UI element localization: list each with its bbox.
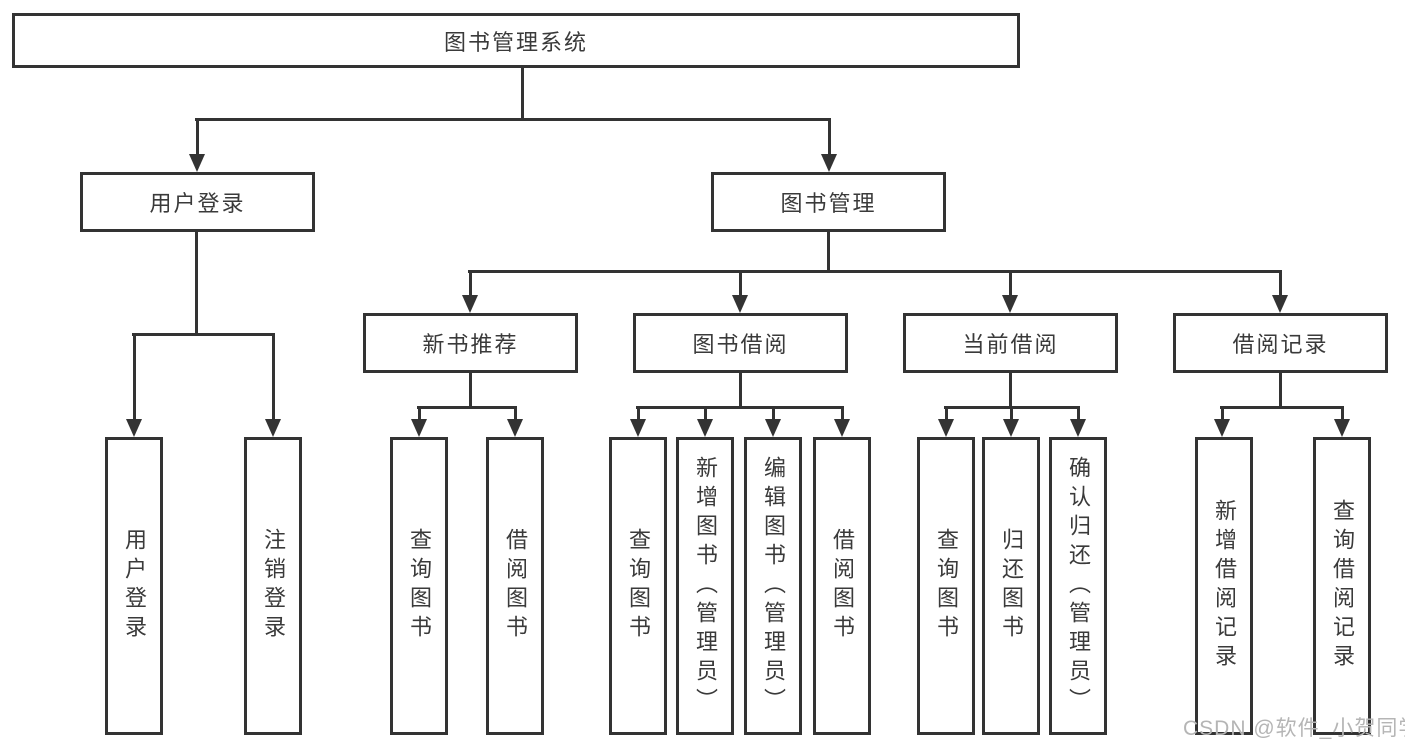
arrow-down-icon [1214, 407, 1230, 437]
leaf-edit-books-admin: 编辑图书（管理员） [744, 437, 802, 735]
connector-level2-rail [195, 118, 831, 121]
connector-stub [1009, 373, 1012, 408]
arrow-down-icon [1070, 407, 1086, 437]
leaf-add-borrow-record: 新增借阅记录 [1195, 437, 1253, 735]
leaf-user-login: 用户登录 [105, 437, 163, 735]
connector-user-stub [195, 232, 198, 335]
arrow-down-icon [821, 119, 837, 172]
connector-level3-rail [468, 270, 1282, 273]
arrow-down-icon [462, 271, 478, 313]
node-borrow-records: 借阅记录 [1173, 313, 1388, 373]
arrow-down-icon [630, 407, 646, 437]
leaf-borrow-query-books: 查询图书 [609, 437, 667, 735]
leaf-logout: 注销登录 [244, 437, 302, 735]
watermark: CSDN @软件_小贺同学 [1183, 717, 1405, 740]
arrow-down-icon [1334, 407, 1350, 437]
connector-mgmt-stub [827, 232, 830, 272]
leaf-current-query-books: 查询图书 [917, 437, 975, 735]
connector-stub [469, 373, 472, 408]
connector-stub [739, 373, 742, 408]
node-current-borrow: 当前借阅 [903, 313, 1118, 373]
connector-user-rail [132, 333, 275, 336]
arrow-down-icon [938, 407, 954, 437]
connector-rail [1220, 406, 1344, 409]
node-book-borrow: 图书借阅 [633, 313, 848, 373]
node-book-management: 图书管理 [711, 172, 946, 232]
arrow-down-icon [834, 407, 850, 437]
leaf-query-borrow-record: 查询借阅记录 [1313, 437, 1371, 735]
node-new-book-recommend: 新书推荐 [363, 313, 578, 373]
leaf-return-books: 归还图书 [982, 437, 1040, 735]
arrow-down-icon [126, 334, 142, 437]
connector-rail [417, 406, 517, 409]
leaf-confirm-return-admin: 确认归还（管理员） [1049, 437, 1107, 735]
arrow-down-icon [1002, 271, 1018, 313]
connector-root-stub [521, 68, 524, 120]
connector-rail [636, 406, 844, 409]
node-root: 图书管理系统 [12, 13, 1020, 68]
leaf-borrow-books: 借阅图书 [813, 437, 871, 735]
arrow-down-icon [697, 407, 713, 437]
connector-stub [1279, 373, 1282, 408]
arrow-down-icon [732, 271, 748, 313]
arrow-down-icon [411, 407, 427, 437]
arrow-down-icon [507, 407, 523, 437]
leaf-recommend-borrow-books: 借阅图书 [486, 437, 544, 735]
arrow-down-icon [189, 119, 205, 172]
arrow-down-icon [1003, 407, 1019, 437]
arrow-down-icon [1272, 271, 1288, 313]
arrow-down-icon [765, 407, 781, 437]
node-user-login: 用户登录 [80, 172, 315, 232]
leaf-add-books-admin: 新增图书（管理员） [676, 437, 734, 735]
leaf-recommend-query-books: 查询图书 [390, 437, 448, 735]
arrow-down-icon [265, 334, 281, 437]
